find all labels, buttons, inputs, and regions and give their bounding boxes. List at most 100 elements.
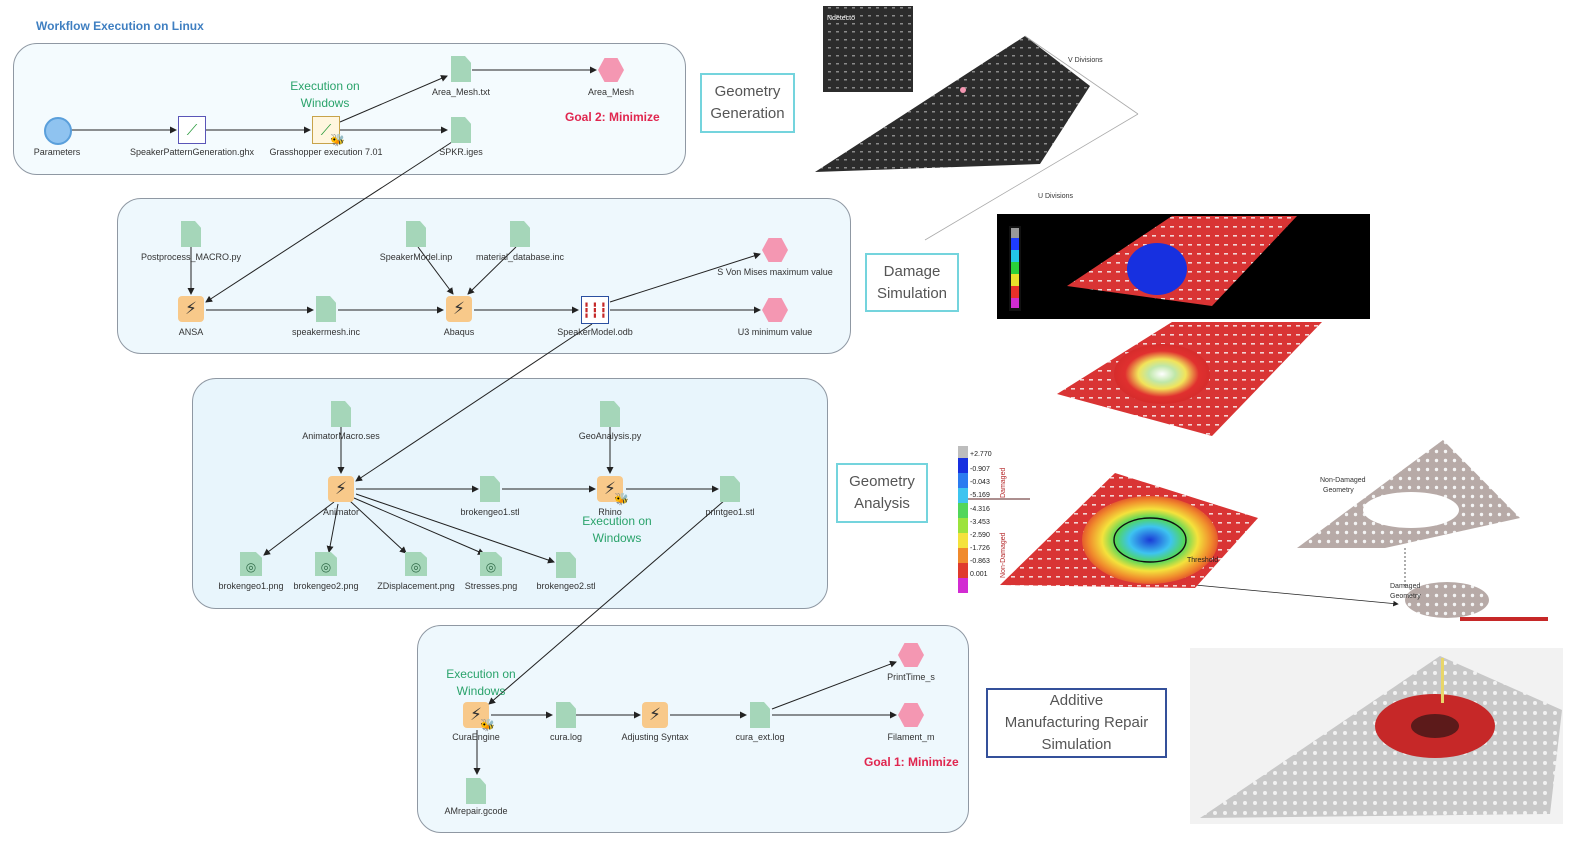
node-label-area-mesh: Area_Mesh — [587, 87, 635, 97]
brokengeo2-stl-file-icon[interactable] — [556, 552, 576, 578]
speaker-model-inp-file-icon[interactable] — [406, 221, 426, 247]
ansa-tool-icon[interactable]: ⚡ — [178, 296, 204, 322]
postprocess-macro-file-icon[interactable] — [181, 221, 201, 247]
exec-windows-note-2-line2: Windows — [592, 531, 642, 545]
abaqus-tool-icon[interactable]: ⚡ — [446, 296, 472, 322]
node-label-filament: Filament_m — [887, 732, 935, 742]
node-label-brokengeo1-stl: brokengeo1.stl — [460, 507, 520, 517]
node-label-speaker-pattern: SpeakerPatternGeneration.ghx — [129, 147, 255, 157]
u-divisions-label: U Divisions — [1038, 193, 1074, 200]
stage-geometry-generation-line2: Generation — [710, 105, 785, 122]
exec-windows-note-1: Execution on Windows — [280, 78, 370, 112]
node-label-cura-ext-log: cura_ext.log — [735, 732, 785, 742]
zdisplacement-png-image-icon[interactable]: ◎ — [405, 552, 427, 576]
colorbar-tick: -4.316 — [970, 506, 990, 513]
svg-text:Ndetecto: Ndetecto — [827, 15, 855, 22]
damage-simulation-image — [997, 214, 1370, 436]
non-damaged-axis-label: Non-Damaged — [1000, 532, 1007, 578]
stresses-png-image-icon[interactable]: ◎ — [480, 552, 502, 576]
grasshopper-exec-icon[interactable]: ⟋🐝 — [312, 116, 345, 147]
printgeo1-stl-file-icon[interactable] — [720, 476, 740, 502]
node-label-zdisplacement-png: ZDisplacement.png — [377, 581, 455, 591]
animator-macro-file-icon[interactable] — [331, 401, 351, 427]
amrepair-gcode-file-icon[interactable] — [466, 778, 486, 804]
brokengeo2-png-image-icon[interactable]: ◎ — [315, 552, 337, 576]
colorbar-tick: -0.907 — [970, 466, 990, 473]
node-label-speaker-model-inp: SpeakerModel.inp — [379, 252, 453, 262]
panel-geometry-generation — [13, 43, 686, 175]
threshold-label: Threshold — [1187, 557, 1218, 564]
damaged-label-2: Geometry — [1390, 593, 1421, 600]
goal-1-note: Goal 1: Minimize — [864, 755, 959, 769]
node-label-animator-macro: AnimatorMacro.ses — [302, 431, 380, 441]
rescale-agent-icon: 🐝 — [480, 718, 495, 732]
material-database-file-icon[interactable] — [510, 221, 530, 247]
node-label-postprocess-macro: Postprocess_MACRO.py — [140, 252, 242, 262]
exec-windows-note-1-line1: Execution on — [290, 79, 360, 93]
panel-damage-simulation — [117, 198, 851, 354]
exec-windows-note-2-line1: Execution on — [582, 514, 652, 528]
node-label-printgeo1-stl: printgeo1.stl — [705, 507, 755, 517]
speaker-pattern-ghx-icon[interactable]: ⟋ — [178, 116, 206, 144]
rescale-agent-icon: 🐝 — [330, 133, 345, 147]
node-label-amrepair: AMrepair.gcode — [444, 806, 508, 816]
exec-windows-note-3-line1: Execution on — [446, 667, 516, 681]
exec-windows-note-2: Execution on Windows — [572, 513, 662, 547]
exec-windows-note-1-line2: Windows — [300, 96, 350, 110]
colorbar-tick: +2.770 — [970, 451, 992, 458]
stage-am-repair-line2: Manufacturing Repair — [1004, 714, 1149, 731]
node-label-animator: Animator — [322, 507, 360, 517]
node-label-print-time: PrintTime_s — [887, 672, 935, 682]
v-divisions-label: V Divisions — [1068, 57, 1103, 64]
stage-damage-simulation-line1: Damage — [883, 262, 941, 280]
node-label-material-database: material_database.inc — [475, 252, 565, 262]
spkr-iges-file-icon[interactable] — [451, 117, 471, 143]
node-label-speaker-model-odb: SpeakerModel.odb — [557, 327, 633, 337]
speakermesh-file-icon[interactable] — [316, 296, 336, 322]
stage-am-repair-line3: Simulation — [1041, 736, 1112, 753]
goal-2-note: Goal 2: Minimize — [565, 110, 660, 124]
exec-windows-note-3: Execution on Windows — [436, 666, 526, 700]
panel-am-repair — [417, 625, 969, 833]
non-damaged-label-2: Geometry — [1323, 487, 1354, 494]
colorbar-tick: -0.043 — [970, 479, 990, 486]
area-mesh-txt-file-icon[interactable] — [451, 56, 471, 82]
rhino-tool-icon[interactable]: ⚡🐝 — [597, 476, 629, 506]
brokengeo1-png-image-icon[interactable]: ◎ — [240, 552, 262, 576]
exec-windows-note-3-line2: Windows — [456, 684, 506, 698]
node-label-rhino: Rhino — [598, 507, 622, 517]
start-node-icon[interactable] — [44, 117, 72, 145]
node-label-cura-log: cura.log — [549, 732, 583, 742]
cura-log-file-icon[interactable] — [556, 702, 576, 728]
node-label-grasshopper: Grasshopper execution 7.01 — [269, 147, 383, 157]
node-label-area-mesh-txt: Area_Mesh.txt — [431, 87, 491, 97]
curaengine-tool-icon[interactable]: ⚡🐝 — [463, 702, 495, 732]
odb-results-icon[interactable]: ┇┇┇ — [581, 296, 609, 324]
node-label-stresses-png: Stresses.png — [464, 581, 518, 591]
page-title: Workflow Execution on Linux — [36, 19, 204, 33]
geometry-analysis-image: +2.770 -0.907 -0.043 -5.169 -4.316 -3.45… — [958, 440, 1548, 621]
colorbar-tick: -1.726 — [970, 545, 990, 552]
node-label-ansa: ANSA — [178, 327, 204, 337]
non-damaged-label-1: Non-Damaged — [1320, 477, 1366, 484]
cura-ext-log-file-icon[interactable] — [750, 702, 770, 728]
node-label-curaengine: CuraEngine — [452, 732, 500, 742]
node-label-brokengeo2-png: brokengeo2.png — [293, 581, 359, 591]
geo-analysis-file-icon[interactable] — [600, 401, 620, 427]
node-label-parameters: Parameters — [33, 147, 81, 157]
adjusting-syntax-tool-icon[interactable]: ⚡ — [642, 702, 668, 728]
am-repair-simulation-image — [1190, 648, 1563, 824]
node-label-von-mises: S Von Mises maximum value — [717, 267, 833, 277]
stage-am-repair-line1: Additive — [1049, 692, 1104, 709]
colorbar-tick: 0.001 — [970, 571, 988, 578]
stage-geometry-generation-line1: Geometry — [714, 83, 781, 100]
animator-tool-icon[interactable]: ⚡ — [328, 476, 354, 502]
stage-geometry-analysis-line2: Analysis — [854, 495, 910, 512]
node-label-adjusting-syntax: Adjusting Syntax — [621, 732, 689, 742]
brokengeo1-stl-file-icon[interactable] — [480, 476, 500, 502]
